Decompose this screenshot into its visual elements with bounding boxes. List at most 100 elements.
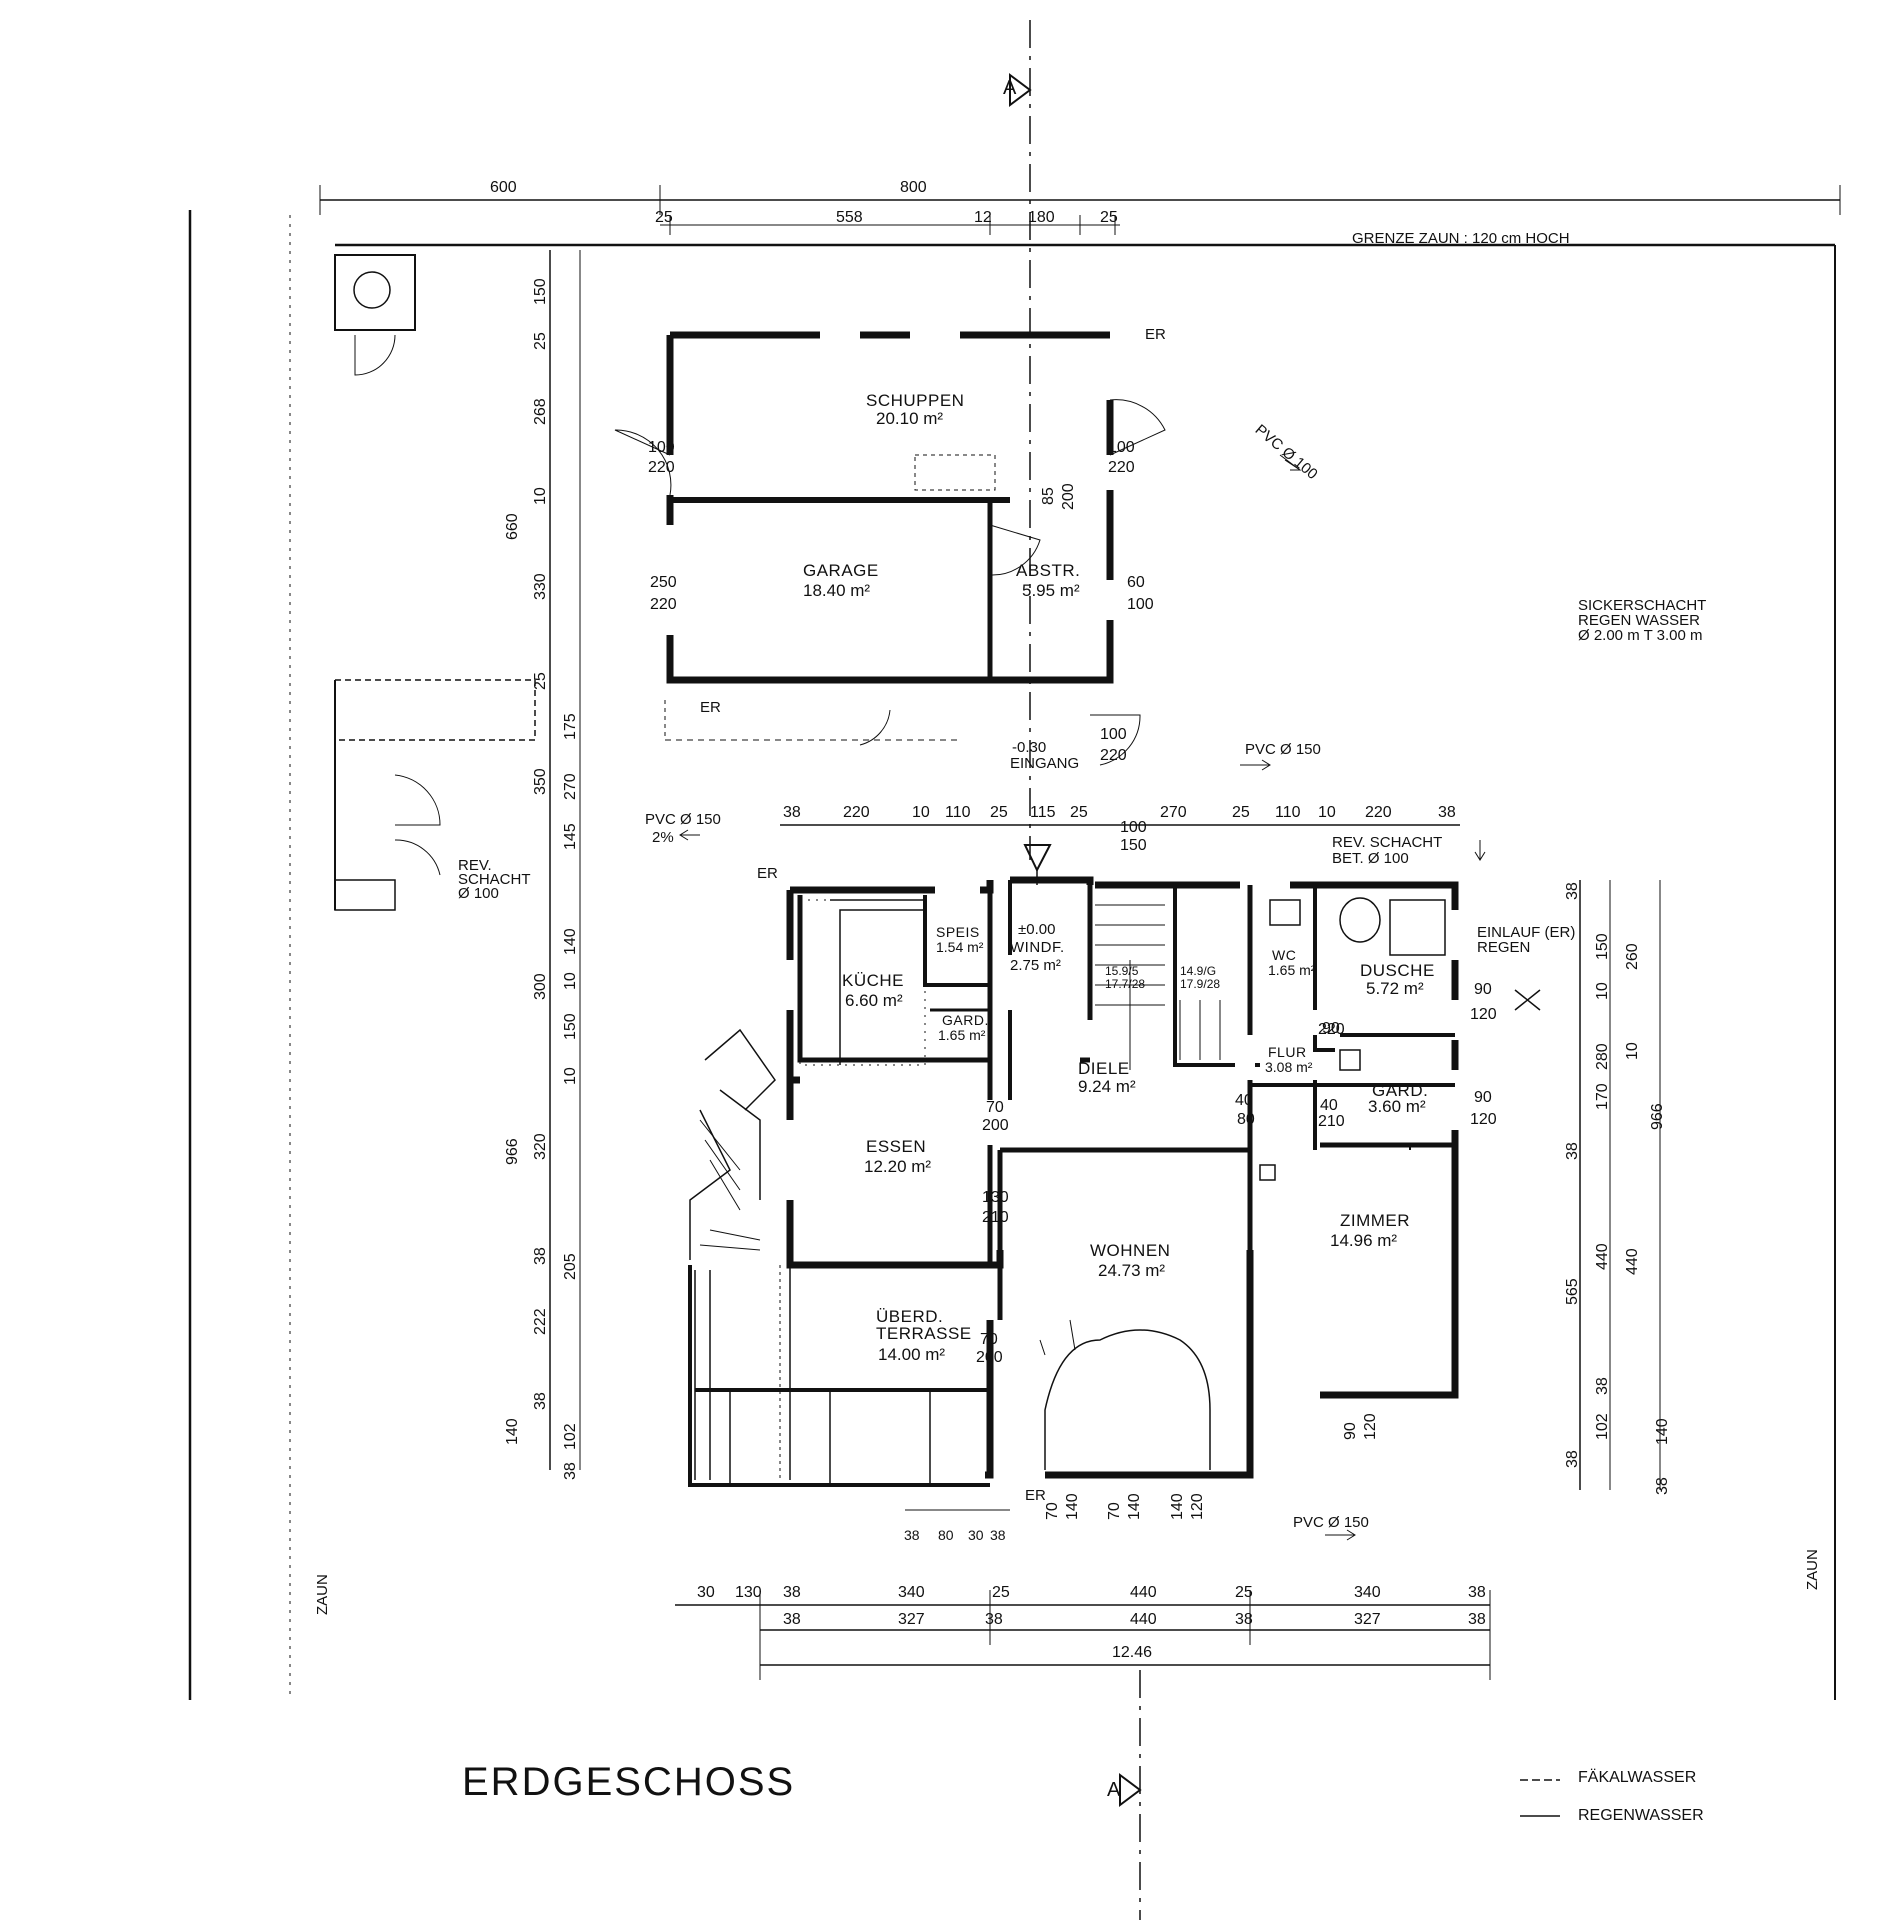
dim-mid-6: 25 xyxy=(1070,804,1088,821)
opening-dim-15: 120 xyxy=(1470,1111,1497,1128)
rev-schacht-right-1: REV. SCHACHT xyxy=(1332,834,1443,851)
dim-right-4: 10 xyxy=(1624,1042,1641,1060)
dim-left-7: 350 xyxy=(532,768,549,795)
dim-bottom1-3: 340 xyxy=(898,1584,925,1601)
pvc-150-bottom-note: PVC Ø 150 xyxy=(1293,1514,1369,1531)
room-flur-name: FLUR xyxy=(1268,1044,1307,1060)
dim-left-9: 145 xyxy=(562,823,579,850)
dim-bottom2-6: 38 xyxy=(1468,1611,1486,1628)
room-schuppen-name: SCHUPPEN xyxy=(866,391,965,410)
dim-bottom-small-1: 80 xyxy=(938,1527,954,1543)
pvc-150-left-note: PVC Ø 150 xyxy=(645,811,721,828)
dim-right-11: 38 xyxy=(1654,1477,1671,1495)
opening-dim-23: 210 xyxy=(982,1209,1009,1226)
dim-mid-4: 25 xyxy=(990,804,1008,821)
dim-top-600: 600 xyxy=(490,179,517,196)
drawing-title: ERDGESCHOSS xyxy=(462,1760,796,1804)
dim-right-5: 170 xyxy=(1594,1083,1611,1110)
dim-mid-10: 10 xyxy=(1318,804,1336,821)
seepage-shaft-line1: SICKERSCHACHT xyxy=(1578,597,1707,614)
room-terrasse-area: 14.00 m² xyxy=(878,1345,946,1364)
opening-dim-6: 60 xyxy=(1127,574,1145,591)
seepage-shaft-line2: REGEN WASSER xyxy=(1578,612,1700,629)
opening-dim-7: 100 xyxy=(1127,596,1154,613)
room-diele-name: DIELE xyxy=(1078,1059,1130,1078)
dim-top-25b: 25 xyxy=(1100,209,1118,226)
dim-right-8: 38 xyxy=(1594,1377,1611,1395)
rev-schacht-left-1: REV. xyxy=(458,857,492,874)
opening-dim-27: 210 xyxy=(1318,1113,1345,1130)
dim-left-19: 38 xyxy=(532,1392,549,1410)
room-windf-area: 2.75 m² xyxy=(1010,957,1061,974)
dim-mid-9: 110 xyxy=(1275,804,1301,821)
opening-dim-3: 220 xyxy=(1108,459,1135,476)
dim-bottom1-0: 30 xyxy=(697,1584,715,1601)
dim-left-14: 10 xyxy=(562,1067,579,1085)
dim-left2-1: 966 xyxy=(504,1138,521,1165)
dim-mid-8: 25 xyxy=(1232,804,1250,821)
opening-dim-22: 130 xyxy=(982,1189,1009,1206)
opening-dim-5: 220 xyxy=(650,596,677,613)
opening-dim-38: 140 xyxy=(1169,1493,1186,1520)
room-dusche-area: 5.72 m² xyxy=(1366,979,1424,998)
opening-dim-21: 200 xyxy=(976,1349,1003,1366)
opening-dim-35: 140 xyxy=(1064,1493,1081,1520)
dim-right-6: 38 xyxy=(1564,1142,1581,1160)
opening-dim-30: 70 xyxy=(986,1099,1004,1116)
section-arrow-bottom xyxy=(1119,1773,1142,1807)
dim-top-800: 800 xyxy=(900,179,927,196)
dim-bottom1-2: 38 xyxy=(783,1584,801,1601)
section-marker-top: A xyxy=(1003,77,1017,99)
opening-dim-8: 85 xyxy=(1040,487,1057,505)
opening-dim-37: 140 xyxy=(1126,1493,1143,1520)
stair-right-1: 14.9/G xyxy=(1180,964,1217,978)
dim-top-180: 180 xyxy=(1028,209,1055,226)
dim-bottom-small-2: 30 xyxy=(968,1527,984,1543)
dim-left-0: 150 xyxy=(532,278,549,305)
room-wc-name: WC xyxy=(1272,947,1297,963)
opening-dim-13: 150 xyxy=(1120,837,1147,854)
opening-dim-12: 100 xyxy=(1120,819,1147,836)
opening-dim-2: 100 xyxy=(1108,439,1135,456)
dim-mid-1: 220 xyxy=(843,804,870,821)
section-marker-bottom: A xyxy=(1107,1779,1121,1801)
stair-right-2: 17.9/28 xyxy=(1180,977,1221,991)
opening-dim-11: 220 xyxy=(1100,747,1127,764)
dim-left-8: 270 xyxy=(562,773,579,800)
opening-dim-4: 250 xyxy=(650,574,677,591)
opening-dim-9: 200 xyxy=(1060,483,1077,510)
opening-dim-34: 70 xyxy=(1044,1502,1061,1520)
dim-right-7: 440 xyxy=(1594,1243,1611,1270)
opening-dim-31: 200 xyxy=(982,1117,1009,1134)
dim-top-12: 12 xyxy=(974,209,992,226)
dim-left-18: 222 xyxy=(532,1308,549,1335)
dim-bottom2-0: 38 xyxy=(783,1611,801,1628)
opening-dim-24: 40 xyxy=(1235,1092,1253,1109)
dim-mid-11: 220 xyxy=(1365,804,1392,821)
opening-dim-39: 120 xyxy=(1189,1493,1206,1520)
legend-faecal: FÄKALWASSER xyxy=(1578,1769,1697,1786)
dim-bottom1-1: 130 xyxy=(735,1584,762,1601)
opening-dim-10: 100 xyxy=(1100,726,1127,743)
dim-bottom2-3: 440 xyxy=(1130,1611,1157,1628)
dim-bottom2-5: 327 xyxy=(1354,1611,1381,1628)
dim-right-10: 38 xyxy=(1564,1450,1581,1468)
room-terrasse-name: ÜBERD. TERRASSE xyxy=(876,1307,972,1343)
opening-dim-36: 70 xyxy=(1106,1502,1123,1520)
dim-mid-2: 10 xyxy=(912,804,930,821)
dim-left-4: 330 xyxy=(532,573,549,600)
dim-mid-5: 115 xyxy=(1030,804,1056,821)
room-windf-name: WINDF. xyxy=(1010,939,1065,956)
dim-bottom1-5: 440 xyxy=(1130,1584,1157,1601)
dim-top-25a: 25 xyxy=(655,209,673,226)
er-mark-4: ER xyxy=(1025,1487,1046,1504)
room-zimmer-name: ZIMMER xyxy=(1340,1211,1411,1230)
room-garage-area: 18.40 m² xyxy=(803,581,871,600)
dim-right2-1: 966 xyxy=(1649,1103,1666,1130)
opening-dim-32: 90 xyxy=(1342,1422,1359,1440)
dim-left-1: 25 xyxy=(532,332,549,350)
dim-bottom-small-3: 38 xyxy=(990,1527,1006,1543)
room-diele-area: 9.24 m² xyxy=(1078,1077,1136,1096)
room-gard1-area: 1.65 m² xyxy=(938,1027,986,1043)
